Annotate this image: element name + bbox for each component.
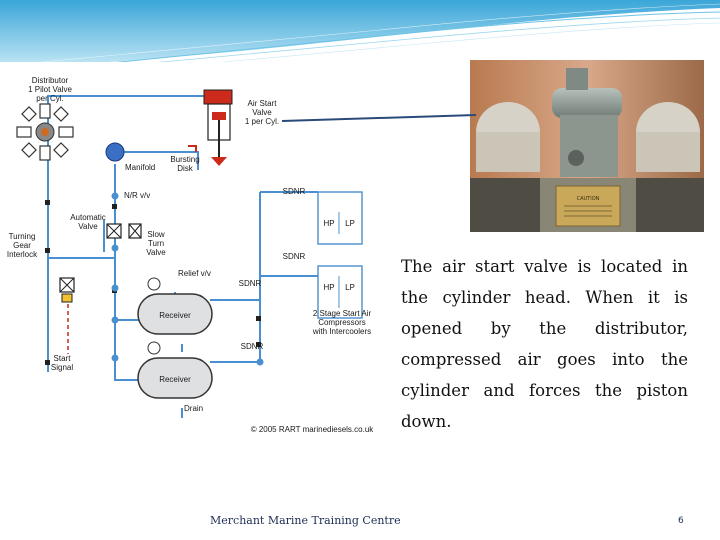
label-slow-1: Slow — [147, 230, 165, 239]
footer-organization: Merchant Marine Training Centre — [210, 514, 401, 527]
label-air-start-2: Valve — [252, 108, 272, 117]
label-turning-2: Gear — [13, 241, 31, 250]
label-automatic-1: Automatic — [70, 213, 106, 222]
label-slow-2: Turn — [148, 239, 164, 248]
label-compressors-3: with Intercoolers — [312, 327, 371, 336]
label-copyright: © 2005 RART marinediesels.co.uk — [251, 425, 375, 434]
pointer-arrow — [281, 114, 477, 122]
receiver-lower-symbol — [137, 357, 213, 399]
label-bursting-2: Disk — [177, 164, 194, 173]
svg-text:CAUTION: CAUTION — [577, 196, 600, 202]
label-nr-valve: N/R v/v — [124, 191, 150, 200]
label-drain: Drain — [184, 404, 203, 413]
label-lp-lower: LP — [345, 283, 355, 292]
receiver-upper-symbol — [137, 293, 213, 335]
compressor-upper-symbol — [317, 191, 363, 245]
label-distributor-2: 1 Pilot Valve — [28, 85, 72, 94]
page-number: 6 — [678, 516, 684, 526]
label-hp-upper: HP — [323, 219, 334, 228]
manifold-symbol — [105, 142, 125, 162]
label-slow-3: Valve — [146, 248, 166, 257]
label-relief-valve: Relief v/v — [178, 269, 211, 278]
label-sdnr-right: SDNR — [239, 279, 262, 288]
label-start-1: Start — [54, 354, 72, 363]
label-manifold: Manifold — [125, 163, 155, 172]
label-distributor-1: Distributor — [32, 76, 69, 85]
air-start-valve-symbol — [203, 89, 233, 166]
label-compressors-2: Compressors — [318, 318, 366, 327]
label-turning-1: Turning — [9, 232, 36, 241]
compressor-lower-symbol — [317, 265, 363, 319]
label-air-start-1: Air Start — [248, 99, 278, 108]
label-sdnr-top: SDNR — [283, 187, 306, 196]
label-sdnr-mid: SDNR — [283, 252, 306, 261]
label-lp-upper: LP — [345, 219, 355, 228]
label-sdnr-lower: SDNR — [241, 342, 264, 351]
label-air-start-3: 1 per Cyl. — [245, 117, 279, 126]
label-compressors-1: 2 Stage Start Air — [313, 309, 372, 318]
slide-body-text: The air start valve is located in the cy… — [401, 257, 688, 431]
label-hp-lower: HP — [323, 283, 334, 292]
label-turning-3: Interlock — [7, 250, 38, 259]
label-automatic-2: Valve — [78, 222, 98, 231]
air-start-valve-photo: CAUTION — [470, 60, 704, 232]
distributor-symbol — [16, 103, 74, 161]
label-distributor-3: per Cyl. — [36, 94, 64, 103]
air-start-system-diagram: Distributor 1 Pilot Valve per Cyl. Air S… — [0, 62, 398, 440]
label-bursting-1: Bursting — [170, 155, 199, 164]
label-receiver-upper: Receiver — [159, 311, 191, 320]
label-receiver-lower: Receiver — [159, 375, 191, 384]
label-start-2: Signal — [51, 363, 73, 372]
